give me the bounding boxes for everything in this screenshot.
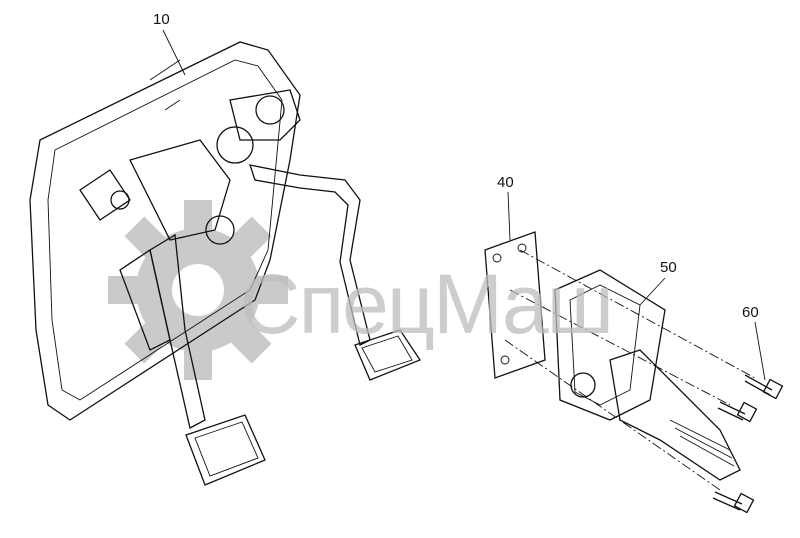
- part-10-pedal-box: [29, 41, 421, 486]
- watermark-text: СпецМаш: [240, 257, 614, 351]
- watermark-gear-icon: [108, 200, 288, 380]
- part-40-plate: [484, 231, 546, 379]
- callout-40: 40: [497, 174, 514, 191]
- part-60-bolts: [712, 374, 784, 514]
- callout-10: 10: [153, 11, 170, 28]
- assembly-center-lines: [504, 249, 756, 491]
- callout-60: 60: [742, 304, 759, 321]
- callout-50: 50: [660, 259, 677, 276]
- part-50-accelerator-pedal: [554, 269, 741, 481]
- leader-lines: [162, 29, 766, 381]
